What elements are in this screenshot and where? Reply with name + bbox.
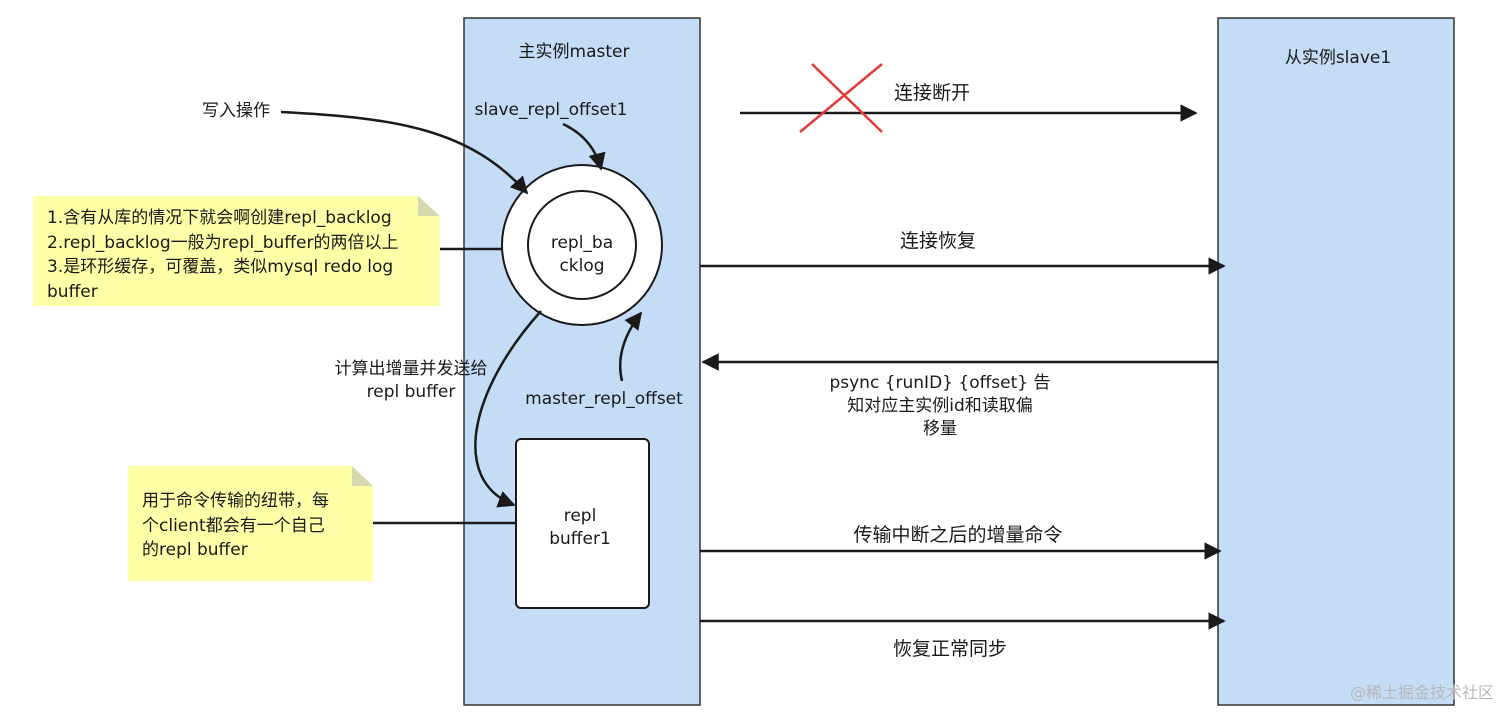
repl-buffer-label-line1: repl: [564, 506, 597, 526]
slave-instance-box: [1217, 17, 1455, 706]
compute-increment-label-line2: repl buffer: [367, 382, 456, 402]
buffer-note-text: 用于命令传输的纽带，每 个client都会有一个自己 的repl buffer: [142, 491, 329, 560]
backlog-note-shape: [33, 196, 440, 306]
increment-commands-label: 传输中断之后的增量命令: [853, 524, 1062, 546]
disconnect-cross-stroke-a: [811, 63, 883, 133]
write-operation-label: 写入操作: [202, 101, 270, 121]
compute-increment-arrow: [474, 310, 542, 508]
psync-label-line3: 移量: [923, 419, 957, 439]
backlog-note-text: 1.含有从库的情况下就会啊创建repl_backlog 2.repl_backl…: [47, 208, 399, 302]
master-title: 主实例master: [519, 42, 630, 62]
resume-sync-label: 恢复正常同步: [893, 638, 1007, 660]
reconnect-label: 连接恢复: [900, 230, 976, 252]
buffer-note-shape: [128, 466, 373, 581]
write-operation-arrow: [280, 110, 529, 195]
disconnect-cross-stroke-b: [799, 63, 883, 133]
repl-backlog-inner-ring: [527, 190, 637, 300]
repl-backlog-label-line2: cklog: [559, 256, 604, 276]
buffer-note-corner: [352, 466, 373, 486]
repl-backlog-label-line1: repl_ba: [551, 233, 613, 253]
disconnect-label: 连接断开: [894, 82, 970, 104]
psync-label-line2: 知对应主实例id和读取偏: [847, 396, 1033, 416]
slave-repl-offset-label: slave_repl_offset1: [474, 100, 627, 120]
master-repl-offset-label: master_repl_offset: [525, 389, 683, 409]
compute-increment-label-line1: 计算出增量并发送给: [335, 359, 488, 379]
slave-offset-pointer-arrow: [562, 122, 606, 171]
psync-label-line1: psync {runID} {offset} 告: [829, 373, 1050, 393]
slave-title: 从实例slave1: [1285, 48, 1391, 68]
master-offset-pointer-arrow: [618, 311, 643, 382]
backlog-note-corner: [418, 196, 440, 216]
repl-buffer-label-line2: buffer1: [549, 529, 611, 549]
watermark: @稀土掘金技术社区: [1349, 683, 1494, 702]
